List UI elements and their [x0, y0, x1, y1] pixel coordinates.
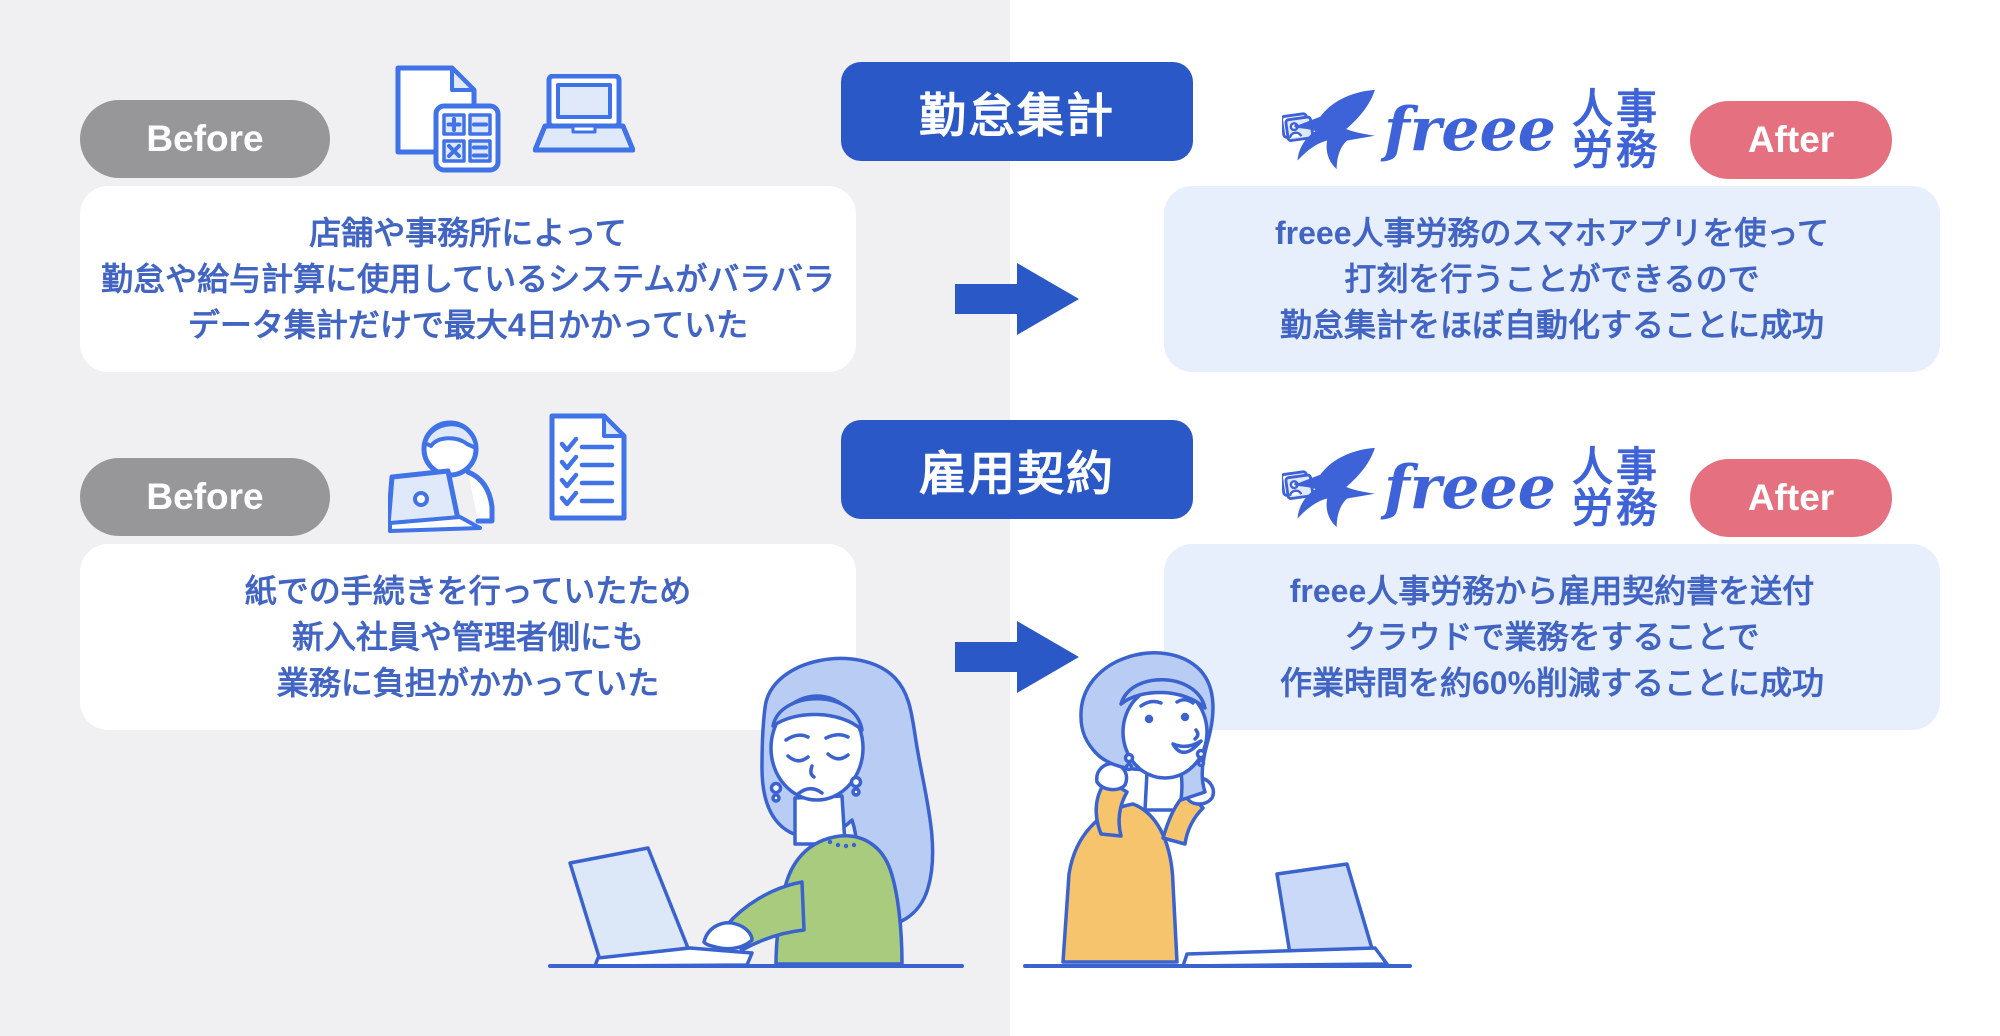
before-badge: Before	[80, 458, 330, 536]
sad-woman-illustration	[548, 656, 964, 968]
earring	[771, 793, 781, 803]
eyebrow	[1139, 699, 1163, 708]
laptop-screen	[1275, 862, 1375, 962]
after-text-line: クラウドで業務をすることで	[1344, 619, 1760, 655]
eyebrow	[1175, 698, 1195, 705]
before-text-line: 新入社員や管理者側にも	[291, 619, 644, 655]
eye	[1144, 714, 1154, 724]
arm	[1161, 790, 1205, 846]
earring	[851, 787, 861, 797]
after-badge: After	[1690, 459, 1892, 537]
product-name: 人事労務	[1571, 444, 1660, 531]
hand	[702, 921, 754, 951]
nose	[809, 764, 816, 779]
laptop-screen	[568, 846, 690, 962]
closed-eye	[826, 752, 850, 761]
right-arrow-icon	[955, 263, 1079, 335]
earring	[1123, 752, 1135, 764]
eyebrow	[824, 733, 850, 740]
earring	[769, 781, 783, 795]
after-badge: After	[1690, 101, 1892, 179]
freee-wordmark: freee	[1384, 95, 1556, 165]
fist	[1095, 761, 1129, 792]
after-description-box: freee人事労務のスマホアプリを使って 打刻を行うことができるので 勤怠集計を…	[1164, 186, 1940, 372]
earring	[1124, 762, 1134, 772]
before-text-line: 店舗や事務所によって	[309, 215, 627, 251]
freee-hr-logo: freee 人事労務	[1282, 84, 1682, 176]
after-text-line: freee人事労務のスマホアプリを使って	[1275, 215, 1829, 251]
before-description-box: 紙での手続きを行っていたため 新入社員や管理者側にも 業務に負担がかかっていた	[80, 544, 856, 730]
eye	[1180, 712, 1190, 722]
after-badge-label: After	[1747, 119, 1835, 160]
fringe	[771, 697, 864, 732]
closed-eye	[786, 754, 810, 763]
happy-woman-illustration	[1023, 651, 1412, 968]
face	[769, 694, 865, 802]
freee-wordmark: freee	[1384, 453, 1556, 523]
before-badge-label: Before	[146, 476, 264, 517]
after-badge-label: After	[1747, 477, 1835, 518]
freee-swallow-icon	[1282, 447, 1375, 528]
open-smile	[1171, 739, 1203, 754]
checklist-icon	[549, 413, 627, 521]
after-text-line: freee人事労務から雇用契約書を送付	[1289, 573, 1815, 609]
product-name: 人事労務	[1571, 86, 1660, 173]
arm	[1094, 778, 1129, 838]
document-calculator-icon	[395, 65, 501, 173]
laptop-icon	[533, 74, 635, 153]
after-text-line: 勤怠集計をほぼ自動化することに成功	[1279, 307, 1824, 343]
after-text-line: 打刻を行うことができるので	[1344, 261, 1760, 297]
earring	[1196, 758, 1206, 768]
fringe	[1119, 678, 1207, 710]
freee-swallow-icon	[1282, 89, 1375, 170]
earring	[849, 775, 863, 789]
before-text-line: 業務に負担がかかっていた	[276, 665, 660, 701]
before-text-line: 勤怠や給与計算に使用しているシステムがバラバラ	[101, 261, 835, 297]
before-badge-label: Before	[146, 118, 264, 159]
row-employment-contract: Before	[0, 358, 2000, 1036]
after-text-line: 作業時間を約60%削減することに成功	[1279, 665, 1825, 701]
sad-mouth	[796, 787, 824, 796]
category-label: 勤怠集計	[919, 89, 1115, 142]
right-arrow-icon	[955, 621, 1079, 693]
person-laptop-icon	[388, 420, 495, 533]
freee-hr-logo: freee 人事労務	[1282, 442, 1682, 534]
before-description-box: 店舗や事務所によって 勤怠や給与計算に使用しているシステムがバラバラ データ集計…	[80, 186, 856, 372]
before-badge: Before	[80, 100, 330, 178]
category-badge-attendance: 勤怠集計	[841, 62, 1193, 161]
category-badge-contract: 雇用契約	[841, 420, 1193, 519]
nose	[1193, 728, 1200, 741]
eyebrow	[784, 733, 810, 742]
category-label: 雇用契約	[919, 447, 1115, 500]
laptop-base	[1181, 946, 1389, 968]
after-description-box: freee人事労務から雇用契約書を送付 クラウドで業務をすることで 作業時間を約…	[1164, 544, 1940, 730]
earring	[1195, 748, 1207, 760]
before-text-line: データ集計だけで最大4日かかっていた	[187, 307, 749, 343]
before-text-line: 紙での手続きを行っていたため	[244, 573, 692, 609]
